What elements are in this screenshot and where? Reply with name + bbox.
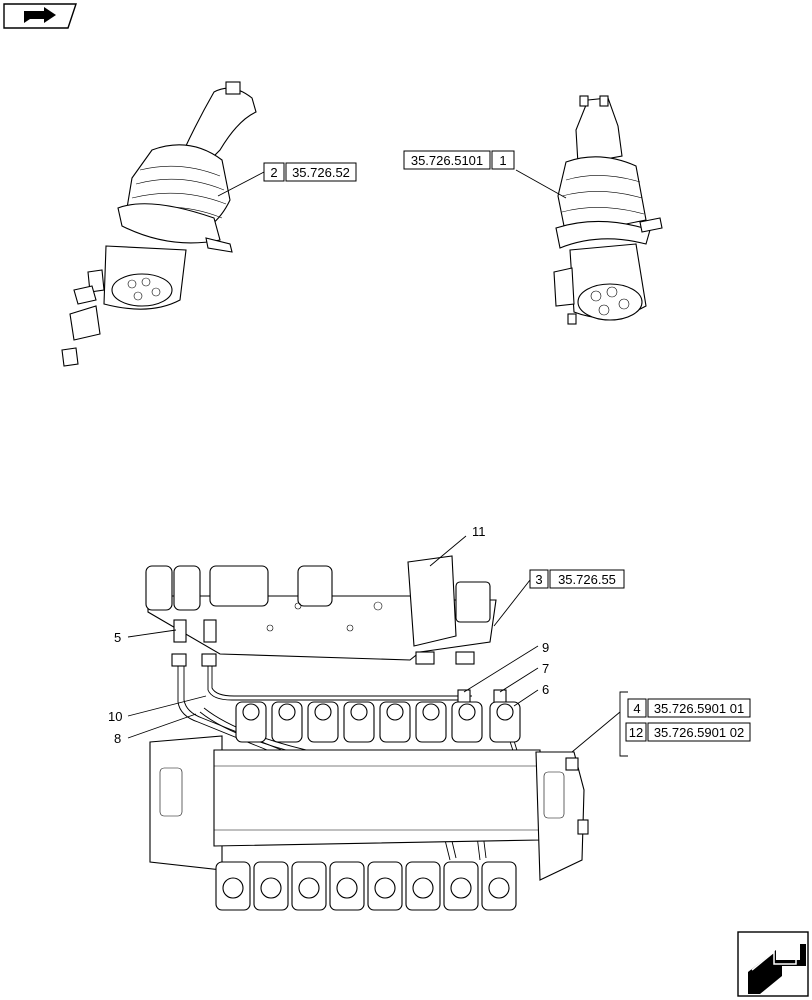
item-number-1: 1 — [499, 153, 506, 168]
joystick-right-illustration — [553, 95, 663, 325]
ref-link-35-726-55[interactable]: 35.726.55 — [558, 572, 616, 587]
item-number-9: 9 — [542, 640, 549, 655]
item-number-12: 12 — [629, 725, 643, 740]
item-number-8: 8 — [114, 731, 121, 746]
item-number-10: 10 — [108, 709, 122, 724]
ref-box-35-726-5901-02[interactable] — [647, 722, 751, 742]
item-box-3 — [529, 569, 549, 589]
callout-bracket — [619, 691, 628, 757]
book-arrow-icon[interactable] — [3, 3, 77, 29]
leader-line-5 — [127, 629, 177, 638]
leader-line-6 — [513, 689, 539, 707]
item-number-4: 4 — [633, 701, 640, 716]
item-box-2 — [263, 162, 285, 182]
item-number-2: 2 — [270, 165, 277, 180]
leader-line-4-12 — [571, 711, 621, 753]
item-number-7: 7 — [542, 661, 549, 676]
leader-line-7 — [499, 667, 539, 693]
ref-link-35-726-5901-01[interactable]: 35.726.5901 01 — [654, 701, 744, 716]
item-number-6: 6 — [542, 682, 549, 697]
ref-link-35-726-5101[interactable]: 35.726.5101 — [411, 153, 483, 168]
item-number-3: 3 — [535, 572, 542, 587]
item-box-4 — [627, 698, 647, 718]
valve-top-plate-illustration — [145, 555, 497, 665]
ref-box-35-726-55[interactable] — [549, 569, 625, 589]
leader-line-8 — [127, 713, 197, 739]
next-page-arrow-icon[interactable] — [737, 931, 809, 997]
ref-box-35-726-5101[interactable] — [403, 150, 491, 170]
leader-line-11 — [429, 535, 467, 567]
ref-link-35-726-52[interactable]: 35.726.52 — [292, 165, 350, 180]
item-number-11: 11 — [472, 524, 486, 539]
ref-box-35-726-5901-01[interactable] — [647, 698, 751, 718]
joystick-left-illustration — [61, 81, 257, 367]
item-box-1 — [491, 150, 515, 170]
leader-line-10 — [127, 695, 207, 717]
leader-line-9 — [463, 645, 539, 693]
ref-box-35-726-52[interactable] — [285, 162, 357, 182]
item-box-12 — [625, 722, 647, 742]
item-number-5: 5 — [114, 630, 121, 645]
control-valve-bank-illustration — [149, 701, 589, 911]
leader-line-1 — [515, 169, 567, 199]
leader-line-2 — [217, 171, 265, 197]
leader-line-3 — [493, 579, 531, 627]
ref-link-35-726-5901-02[interactable]: 35.726.5901 02 — [654, 725, 744, 740]
